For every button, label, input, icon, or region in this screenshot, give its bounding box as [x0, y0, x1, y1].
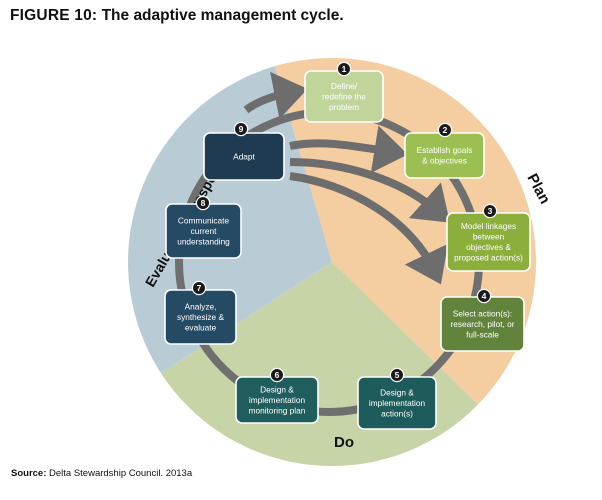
step-5-text-line: Design &	[380, 387, 414, 397]
step-5-text-line: action(s)	[381, 408, 413, 418]
step-9-text-line: Adapt	[233, 151, 255, 161]
step-9: Adapt 9	[203, 121, 285, 181]
step-4-number: 4	[482, 291, 487, 301]
step-2: Establish goals& objectives 2	[404, 122, 485, 179]
step-3-text-line: objectives &	[466, 242, 511, 252]
source-text: Delta Stewardship Council. 2013a	[49, 468, 193, 479]
step-7-number-badge	[191, 280, 207, 296]
step-1-text-line: Define/	[331, 81, 358, 91]
phase-label-plan: Plan	[523, 171, 553, 207]
step-8-number-badge	[195, 195, 211, 211]
step-3-number-badge	[482, 203, 498, 219]
step-2-number-badge	[437, 122, 453, 138]
step-6-number-badge	[269, 367, 285, 383]
adapt-arrows	[289, 125, 450, 285]
figure-title: FIGURE 10: The adaptive management cycle…	[10, 7, 344, 25]
step-2-number: 2	[443, 125, 448, 135]
step-3-text-line: proposed action(s)	[454, 253, 523, 263]
source-label: Source:	[11, 468, 47, 479]
step-7-text-line: synthesize &	[177, 312, 225, 322]
arrow-to-model	[289, 158, 450, 223]
step-9-number-badge	[233, 121, 249, 137]
step-7-number: 7	[197, 283, 202, 293]
step-3-text-line: Model linkages	[461, 221, 516, 231]
step-6-text-line: monitoring plan	[249, 405, 306, 415]
step-7-text-line: Analyze,	[185, 301, 217, 311]
step-5-text-line: implementation	[369, 398, 426, 408]
figure-title-text: The adaptive management cycle.	[101, 7, 344, 24]
step-5-number: 5	[395, 370, 400, 380]
step-7-text-line: evaluate	[185, 322, 217, 332]
step-1-text-line: redefine the	[322, 91, 366, 101]
step-8-text-line: Communicate	[178, 215, 230, 225]
step-7: Analyze,synthesize &evaluate 7	[164, 280, 237, 345]
step-2-text-line: Establish goals	[417, 145, 473, 155]
ring-return-arrow	[243, 71, 308, 119]
step-1-number: 1	[342, 64, 347, 74]
step-4-text-line: full-scale	[466, 329, 499, 339]
step-4-text-line: Select action(s):	[453, 308, 512, 318]
arrow-to-select	[289, 172, 449, 285]
step-6-text-line: Design &	[260, 384, 294, 394]
figure-source: Source: Delta Stewardship Council. 2013a	[11, 468, 192, 479]
phase-label-do: Do	[334, 434, 354, 451]
step-3-text-line: between	[473, 232, 505, 242]
step-3-number: 3	[488, 206, 493, 216]
step-8-text-line: understanding	[177, 236, 230, 246]
step-4: Select action(s):research, pilot, orfull…	[440, 288, 525, 352]
step-6-text-line: implementation	[249, 395, 306, 405]
figure-label: FIGURE 10:	[10, 7, 98, 24]
step-9-number: 9	[239, 124, 244, 134]
step-1-text-line: problem	[329, 102, 359, 112]
step-5-number-badge	[389, 367, 405, 383]
step-6-number: 6	[275, 370, 280, 380]
arrow-to-goals	[289, 125, 408, 173]
step-8-text-line: current	[191, 226, 218, 236]
step-1-number-badge	[336, 61, 352, 77]
step-8-number: 8	[201, 198, 206, 208]
step-4-number-badge	[476, 288, 492, 304]
step-2-text-line: & objectives	[422, 156, 467, 166]
step-4-text-line: research, pilot, or	[450, 319, 514, 329]
